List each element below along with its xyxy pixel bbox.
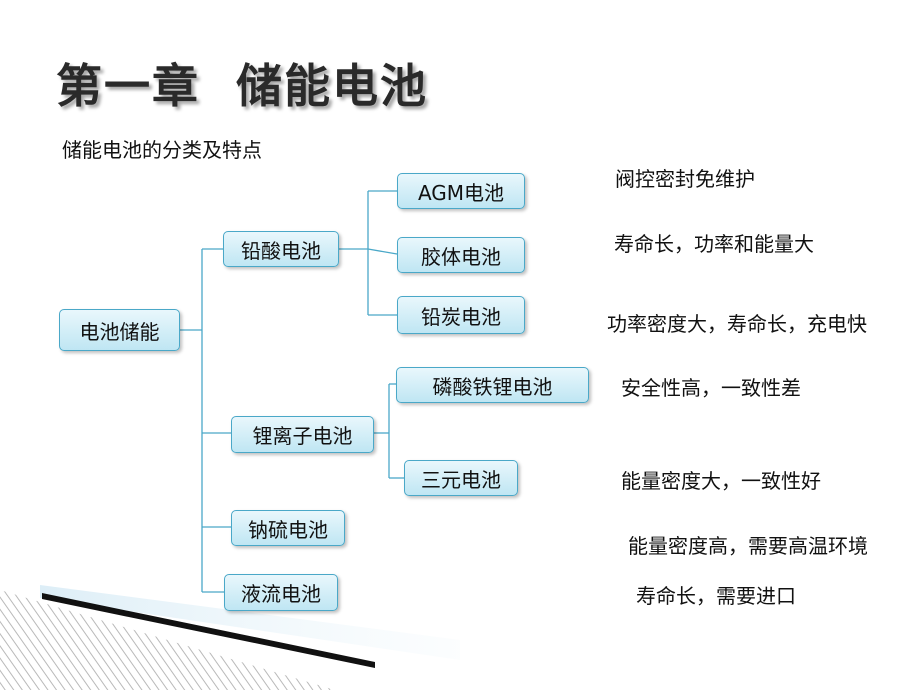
- node-ternary-battery: 三元电池: [404, 460, 518, 496]
- hatch-band: [0, 590, 335, 690]
- node-lithium-ion-battery: 锂离子电池: [231, 416, 374, 453]
- note-sodium-sulfur: 能量密度高，需要高温环境: [628, 534, 868, 558]
- node-lead-acid-battery: 铅酸电池: [223, 231, 339, 267]
- node-flow-battery: 液流电池: [224, 574, 338, 611]
- node-lfp-battery: 磷酸铁锂电池: [396, 367, 589, 403]
- black-band: [42, 593, 375, 668]
- note-lead-carbon: 功率密度大，寿命长，充电快: [607, 312, 867, 336]
- node-gel-battery: 胶体电池: [397, 237, 525, 273]
- note-flow: 寿命长，需要进口: [636, 584, 796, 608]
- node-lead-carbon-battery: 铅炭电池: [397, 296, 525, 334]
- page-subtitle: 储能电池的分类及特点: [62, 138, 262, 162]
- note-lfp: 安全性高，一致性差: [621, 376, 801, 400]
- node-agm-battery: AGM电池: [397, 173, 525, 209]
- note-gel: 寿命长，功率和能量大: [614, 232, 814, 256]
- note-agm: 阀控密封免维护: [615, 167, 755, 191]
- node-sodium-sulfur-battery: 钠硫电池: [231, 510, 345, 546]
- node-battery-storage: 电池储能: [59, 309, 180, 351]
- blue-band: [40, 585, 460, 660]
- note-ternary: 能量密度大，一致性好: [621, 469, 821, 493]
- page-title: 第一章 储能电池: [56, 59, 429, 113]
